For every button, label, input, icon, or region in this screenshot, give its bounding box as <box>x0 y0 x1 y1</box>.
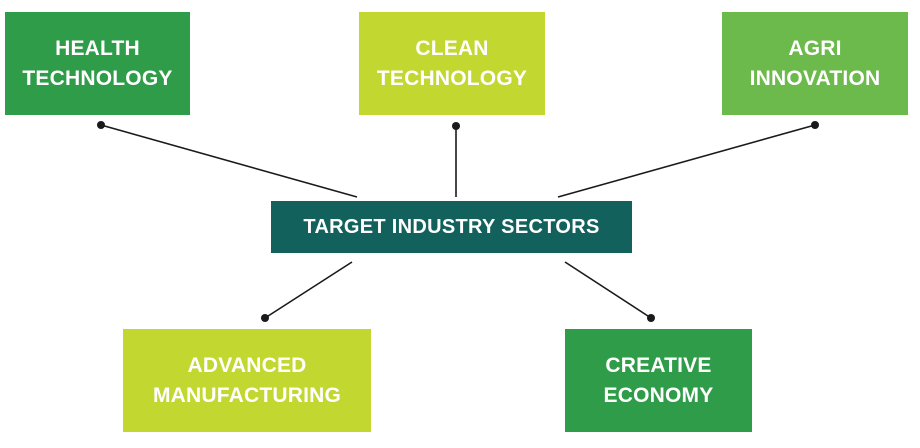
sector-box-health-technology: HEALTH TECHNOLOGY <box>5 12 190 115</box>
connector-dot-clean-technology <box>452 122 460 130</box>
sector-label-line: ECONOMY <box>603 383 714 407</box>
sector-box-agri-innovation: AGRI INNOVATION <box>722 12 908 115</box>
sector-label-line: TECHNOLOGY <box>22 66 173 90</box>
connector-dot-health-technology <box>97 121 105 129</box>
connector-dot-agri-innovation <box>811 121 819 129</box>
sector-label-line: INNOVATION <box>749 66 881 90</box>
sector-box-creative-economy: CREATIVE ECONOMY <box>565 329 752 432</box>
sector-label-line: TECHNOLOGY <box>376 66 528 90</box>
sector-label-line: ADVANCED <box>187 353 307 377</box>
connector-creative-economy <box>564 261 652 319</box>
center-label: TARGET INDUSTRY SECTORS <box>303 216 600 238</box>
sector-label-line: AGRI <box>788 36 842 60</box>
connector-agri-innovation <box>557 124 816 198</box>
connector-dot-creative-economy <box>647 314 655 322</box>
sector-box-advanced-manufacturing: ADVANCED MANUFACTURING <box>123 329 371 432</box>
sector-label-line: CREATIVE <box>605 353 712 377</box>
connector-dot-advanced-manufacturing <box>261 314 269 322</box>
connector-advanced-manufacturing <box>264 261 353 319</box>
sector-label-line: CLEAN <box>415 36 489 60</box>
sector-label-line: HEALTH <box>55 36 140 60</box>
center-box-target-industry-sectors: TARGET INDUSTRY SECTORS <box>271 201 632 253</box>
connector-health-technology <box>100 124 358 198</box>
sector-box-clean-technology: CLEAN TECHNOLOGY <box>359 12 545 115</box>
sector-label-line: MANUFACTURING <box>152 383 342 407</box>
